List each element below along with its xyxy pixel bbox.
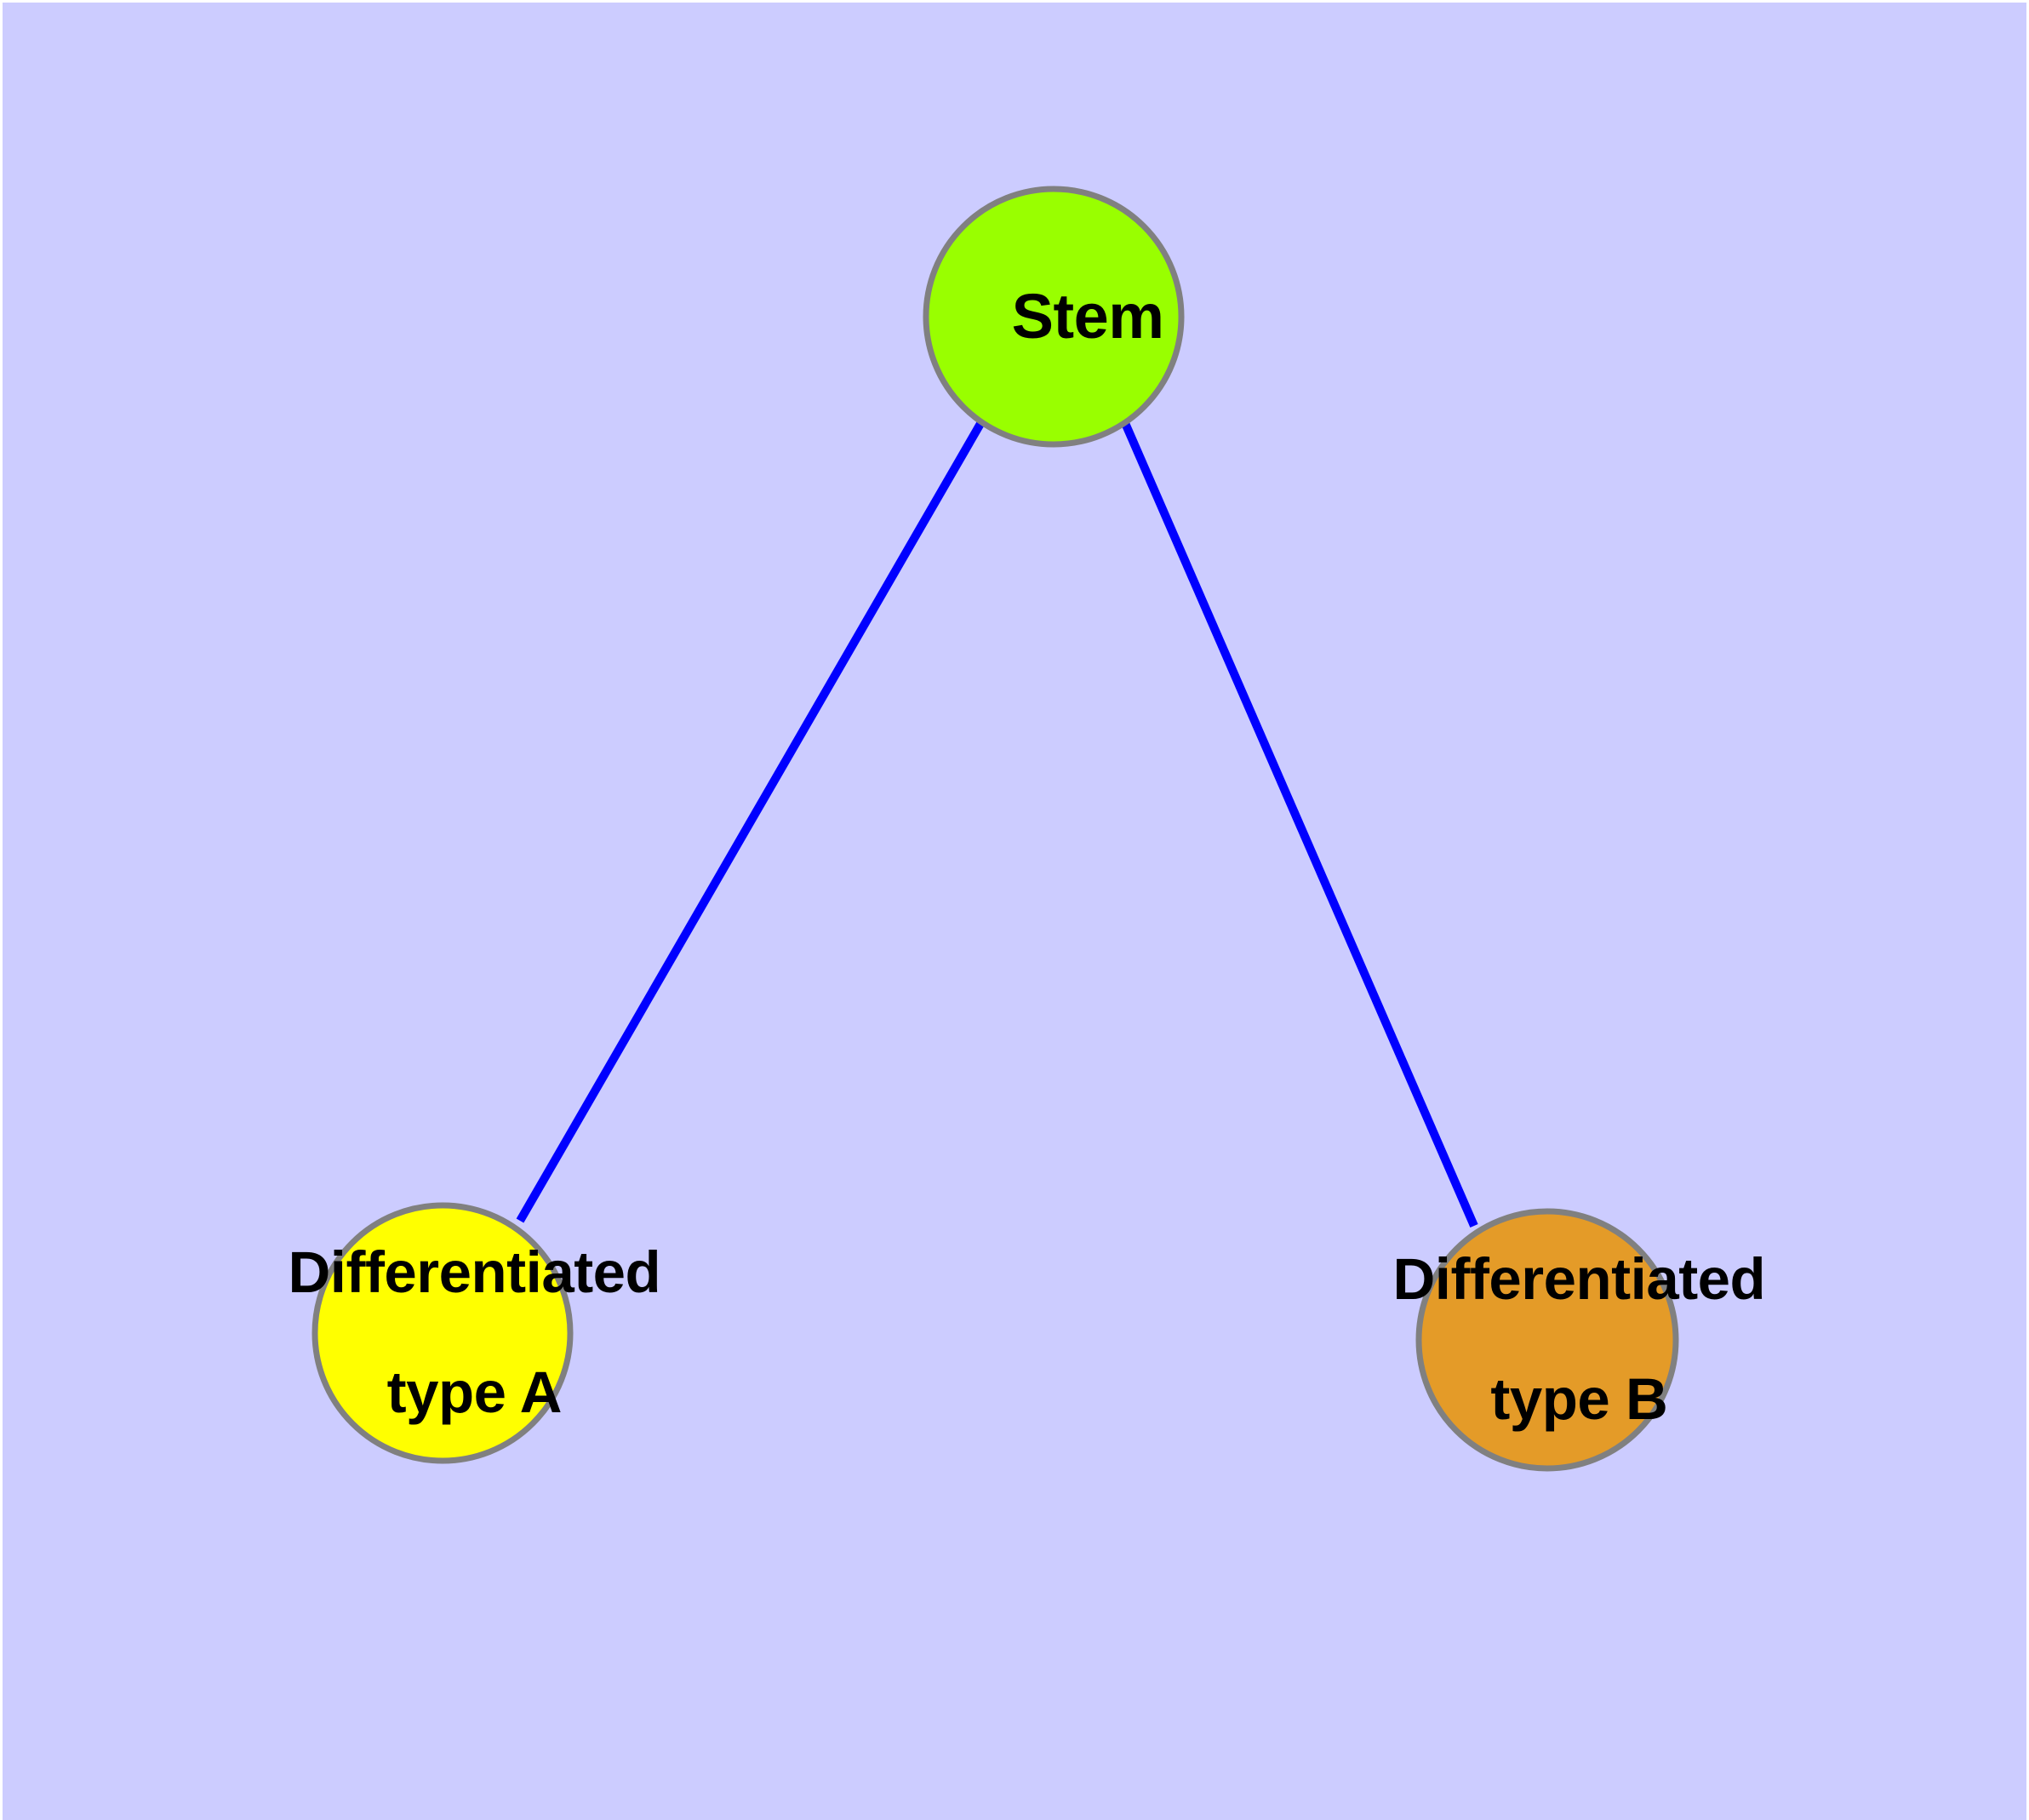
node-differentiated-type-b[interactable] [1415, 1208, 1679, 1472]
edge-stem-to-diff-a [516, 420, 986, 1223]
node-layer [311, 186, 1679, 1472]
edge-layer [516, 420, 1478, 1228]
edge-stem-to-diff-b [1121, 421, 1478, 1228]
node-stem[interactable] [923, 186, 1185, 448]
node-differentiated-type-a[interactable] [311, 1202, 574, 1464]
